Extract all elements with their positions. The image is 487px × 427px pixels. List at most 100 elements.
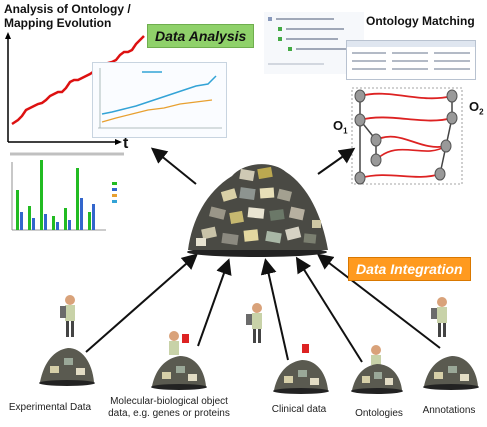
evolution-series-line: [11, 35, 145, 126]
source-experimental-figure: [39, 295, 95, 386]
document-block: [303, 233, 317, 244]
y-axis-arrow-icon: [5, 32, 11, 39]
bar-green-7: [88, 212, 91, 230]
o2-concept-node: [440, 139, 452, 153]
source-ontologies-figure: [351, 345, 403, 394]
ontology-mapping-graph: [351, 87, 463, 185]
mapping-correspondence: [375, 145, 447, 161]
researcher-icon: [431, 297, 447, 337]
trend-series-blue: [101, 75, 217, 115]
document-block: [221, 232, 239, 246]
analysis-title-line2: Mapping Evolution: [4, 16, 112, 30]
document-block: [239, 187, 256, 201]
bar-blue-4: [56, 222, 59, 230]
arrow-to-analysis: [150, 147, 197, 185]
document-block: [257, 166, 273, 180]
document-block: [448, 366, 457, 373]
clinician-figure: [246, 303, 262, 343]
source-label-annotations: Annotations: [422, 405, 476, 416]
trend-chart-frame: [92, 62, 227, 138]
document-block: [50, 366, 59, 373]
bar-blue-5: [68, 220, 71, 230]
pile-shadow: [151, 384, 207, 390]
mapping-correspondence: [375, 135, 447, 148]
red-flag-icon: [302, 344, 309, 353]
source-label-molecular: Molecular-biological object data, e.g. g…: [104, 396, 234, 420]
source-label-experimental: Experimental Data: [8, 402, 92, 413]
document-block: [460, 374, 469, 381]
document-block: [374, 372, 382, 379]
source-molecular-figure: [151, 331, 207, 390]
trend-series-orange: [101, 99, 213, 123]
bar-blue-3: [44, 214, 47, 230]
bar-green-1: [16, 190, 19, 230]
source-label-molecular-line1: Molecular-biological object: [110, 396, 228, 407]
bar-green-3: [40, 160, 43, 230]
document-block: [284, 226, 302, 241]
pile-shadow: [351, 388, 403, 394]
bar-legend-swatch-4: [112, 200, 117, 203]
arrow-from-experimental-data: [85, 253, 199, 353]
arrow-from-clinical-data: [260, 258, 289, 361]
document-block: [239, 168, 255, 182]
document-block: [434, 372, 443, 379]
o1-concept-node: [354, 89, 366, 103]
bar-green-2: [28, 206, 31, 230]
o1-concept-node: [370, 133, 382, 147]
o1-subscript: 1: [343, 126, 348, 136]
researcher-icon: [169, 331, 189, 355]
evolution-bar-chart: [10, 152, 124, 231]
document-block: [76, 368, 85, 375]
o2-concept-node: [446, 111, 458, 125]
source-annotations-figure: [423, 356, 479, 390]
analysis-title: Analysis of Ontology / Mapping Evolution: [4, 2, 131, 30]
bar-legend-swatch-2: [112, 188, 117, 191]
bar-legend-swatch-3: [112, 194, 117, 197]
tree-node-icon: [268, 17, 272, 21]
x-axis-arrow-icon: [115, 139, 122, 145]
mapping-correspondence: [359, 173, 441, 179]
document-block: [284, 376, 293, 383]
bar-blue-6: [80, 198, 83, 230]
pile-shadow: [423, 384, 479, 390]
bar-blue-7: [92, 204, 95, 230]
arrow-to-matching: [317, 147, 356, 175]
pile-shadow: [39, 380, 95, 386]
tree-node-icon: [288, 47, 292, 51]
central-data-pile: [187, 164, 328, 257]
ontology-o2-label: O2: [469, 99, 484, 117]
o2-subscript: 2: [479, 107, 484, 117]
document-block: [276, 188, 293, 202]
document-block: [201, 226, 217, 240]
mapping-correspondence: [359, 92, 453, 100]
bar-blue-2: [32, 218, 35, 230]
document-block: [208, 206, 226, 220]
mapping-trend-chart: [92, 62, 227, 138]
document-block: [247, 207, 265, 219]
mapping-correspondence: [359, 116, 453, 122]
o1-concept-node: [370, 153, 382, 167]
document-block: [259, 187, 275, 199]
researcher-icon: [371, 345, 381, 365]
o1-concept-node: [354, 171, 366, 185]
arrow-from-ontologies: [295, 256, 363, 363]
source-label-ontologies: Ontologies: [355, 408, 403, 419]
table-header: [347, 41, 475, 47]
tree-node-icon: [278, 27, 282, 31]
ontology-o1-label: O1: [333, 118, 348, 136]
evolution-line-chart: [5, 32, 145, 145]
document-block: [220, 188, 238, 202]
researcher-icon: [60, 295, 75, 337]
bar-green-5: [64, 208, 67, 230]
time-axis-label: t: [123, 135, 129, 152]
source-label-clinical: Clinical data: [271, 404, 327, 415]
document-block: [188, 374, 197, 381]
pile-shadow: [273, 388, 329, 394]
mapping-results-table: [346, 40, 476, 80]
document-block: [176, 366, 185, 373]
document-block: [196, 238, 206, 246]
bar-green-4: [52, 216, 55, 230]
document-block: [312, 220, 321, 228]
